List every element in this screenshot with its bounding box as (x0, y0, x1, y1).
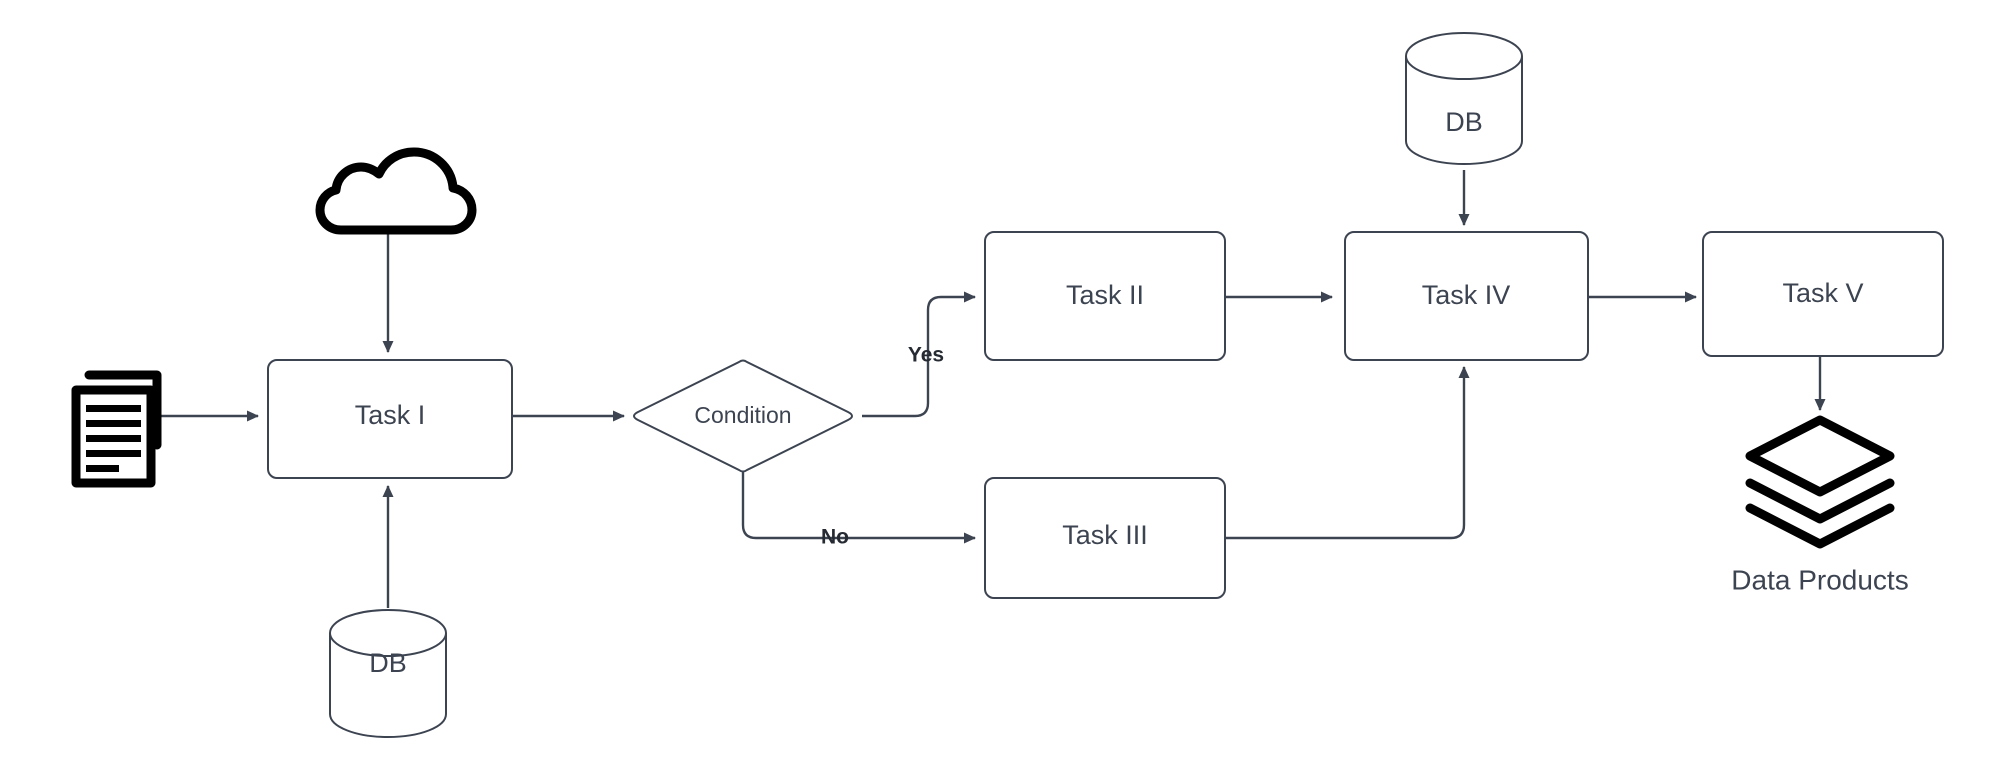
cloud-icon (315, 147, 477, 235)
edge-label-yes: Yes (908, 344, 944, 367)
node-task-five-label: Task V (1782, 278, 1863, 308)
node-condition[interactable]: Condition (633, 359, 853, 473)
node-task-two[interactable]: Task II (984, 231, 1226, 361)
node-task-four[interactable]: Task IV (1344, 231, 1589, 361)
db-top-label: DB (1445, 107, 1483, 137)
db-top: DB (1405, 32, 1523, 166)
data-products-label: Data Products (1731, 564, 1908, 595)
data-products-caption: Data Products (1731, 564, 1908, 595)
node-task-three[interactable]: Task III (984, 477, 1226, 599)
layers-icon (1745, 415, 1895, 549)
node-task-five[interactable]: Task V (1702, 231, 1944, 357)
db-bottom-left: DB (329, 609, 447, 739)
edge-label-no: No (821, 526, 849, 549)
node-task-two-label: Task II (1066, 280, 1144, 310)
node-task-four-label: Task IV (1422, 280, 1511, 310)
edge-condition-no: No (741, 472, 976, 549)
node-task-one-label: Task I (355, 400, 426, 430)
documents-icon (71, 370, 162, 488)
node-task-one[interactable]: Task I (267, 359, 513, 479)
edge-task-three-to-task-four (1225, 366, 1470, 540)
node-task-three-label: Task III (1062, 520, 1148, 550)
edge-condition-yes: Yes (862, 291, 976, 418)
db-bottom-left-label: DB (369, 648, 407, 678)
node-condition-label: Condition (694, 402, 791, 428)
